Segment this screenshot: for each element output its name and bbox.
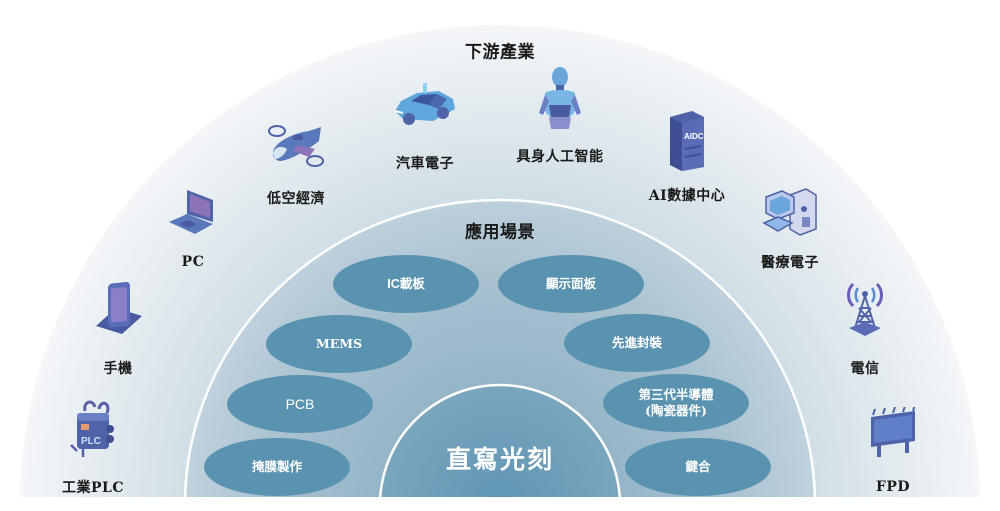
scenario-third-gen-semiconductor: 第三代半導體 (陶瓷器件) [603,374,749,432]
scenario-display-panel: 顯示面板 [498,255,644,313]
scenario-mems: MEMS [266,315,412,373]
scenario-label: 先進封裝 [611,335,662,350]
scenario-pcb: PCB [227,375,373,433]
scenario-label: 顯示面板 [545,276,596,291]
scenario-label: 掩膜製作 [251,459,302,474]
industry-label-embodied-ai: 具身人工智能 [516,149,604,165]
car-icon [389,77,461,133]
industry-label-pc: PC [181,254,205,270]
industry-label-plc: 工業PLC [61,480,125,496]
scenario-bonding: 鍵合 [625,438,771,496]
scenario-label: MEMS [315,336,363,351]
scenario-mask-making: 掩膜製作 [204,438,350,496]
smartphone-icon [88,281,148,342]
industry-label-telecom: 電信 [850,361,880,377]
scenario-advanced-packaging: 先進封裝 [564,314,710,372]
signal-tower-icon [843,278,887,342]
humanoid-robot-icon [535,65,585,135]
industry-label-phone: 手機 [103,361,133,377]
server-rack-icon: AIDC [664,109,710,177]
industry-label-low-altitude-economy: 低空經濟 [267,191,325,207]
svg-text:PLC: PLC [81,436,101,447]
plc-controller-icon: PLC [63,397,123,463]
industry-label-fpd: FPD [875,479,911,495]
application-scenarios-title: 應用場景 [465,222,535,243]
industry-label-automotive-electronics: 汽車電子 [396,156,454,172]
industry-label-ai-data-center: AI數據中心 [648,188,726,204]
svg-text:AIDC: AIDC [684,132,704,141]
scenario-label: 鍵合 [685,459,711,474]
industry-label-medical-electronics: 醫療電子 [761,255,819,271]
core-circle [378,383,622,507]
scenario-label-line2: (陶瓷器件) [645,403,707,418]
scenario-label: IC載板 [387,277,425,291]
medical-device-icon [760,183,820,247]
scenario-label: PCB [285,396,315,412]
display-billboard-icon [865,404,921,463]
downstream-industries-title: 下游產業 [465,42,535,63]
scenario-ic-substrate: IC載板 [333,255,479,313]
laptop-icon [165,186,221,244]
direct-write-lithography-title: 直寫光刻 [445,445,555,474]
scenario-label-line1: 第三代半導體 [638,387,714,402]
aircraft-icon [263,115,329,175]
